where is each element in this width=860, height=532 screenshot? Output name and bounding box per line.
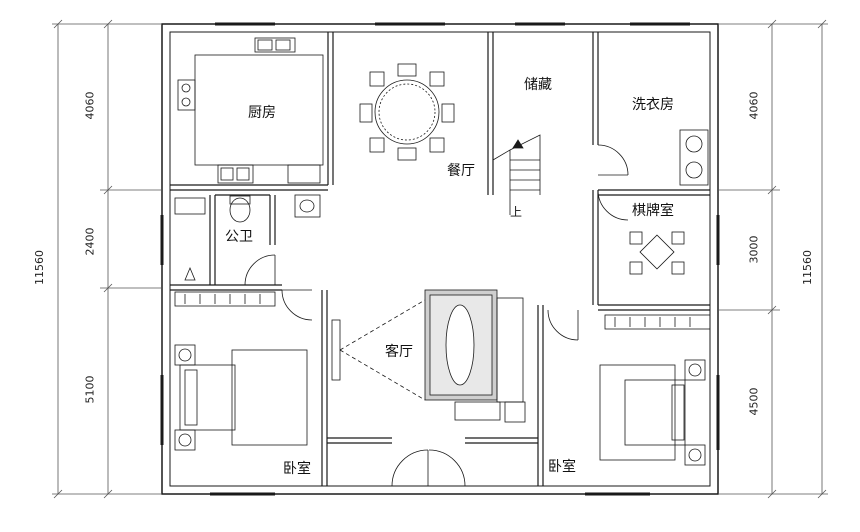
left-bed	[174, 344, 308, 451]
windows	[160, 22, 720, 496]
staircase	[492, 134, 541, 215]
dim-right-bottom: 4500	[747, 387, 761, 416]
interior-walls	[170, 32, 710, 486]
room-label-kitchen: 厨房	[248, 105, 276, 121]
right-bed	[599, 359, 706, 466]
room-label-bedroom-right: 卧室	[548, 459, 576, 475]
left-dimension-lines	[52, 19, 162, 499]
dim-left-top: 4060	[83, 91, 97, 120]
wardrobes	[174, 291, 711, 330]
room-label-storage: 储藏	[524, 77, 552, 93]
room-label-dining: 餐厅	[447, 163, 475, 179]
room-label-laundry: 洗衣房	[632, 97, 674, 113]
room-label-mahjong: 棋牌室	[632, 203, 674, 219]
dim-right-total: 11560	[801, 250, 814, 285]
room-label-public-bath: 公卫	[225, 229, 253, 245]
room-label-living: 客厅	[385, 344, 413, 360]
dim-right-top: 4060	[747, 91, 761, 120]
room-label-bedroom-left: 卧室	[283, 461, 311, 477]
outer-walls	[161, 23, 719, 495]
laundry-fixtures	[679, 129, 709, 186]
dining-table	[359, 63, 455, 161]
right-dimension-lines	[718, 19, 828, 499]
living-furniture	[331, 289, 526, 423]
dim-left-mid: 2400	[83, 227, 97, 256]
stair-direction-label: 上	[510, 205, 523, 219]
dim-right-mid: 3000	[747, 235, 761, 264]
doors	[244, 144, 629, 487]
dim-left-total: 11560	[33, 250, 46, 285]
mahjong-table	[629, 231, 685, 275]
bathroom-fixtures	[174, 194, 321, 281]
kitchen-fixtures	[177, 37, 324, 184]
dim-left-bottom: 5100	[83, 375, 97, 404]
